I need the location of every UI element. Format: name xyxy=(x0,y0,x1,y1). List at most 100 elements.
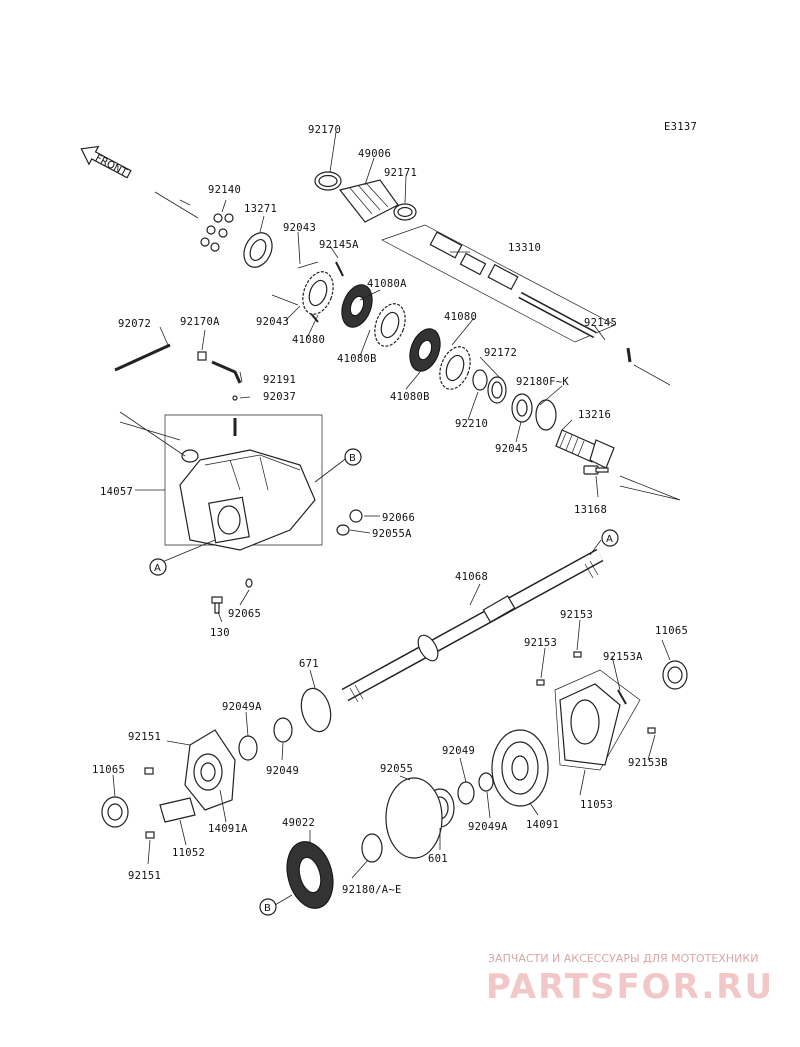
svg-text:B: B xyxy=(264,903,271,914)
spring-92145 xyxy=(626,347,632,363)
label-92191: 92191 xyxy=(263,374,296,386)
bolt-92153 xyxy=(573,651,582,658)
front-arrow: FRONT xyxy=(80,145,132,179)
label-92170a: 92170A xyxy=(180,316,220,328)
label-92151: 92151 xyxy=(128,731,161,743)
svg-text:B: B xyxy=(349,453,356,464)
hose-92191 xyxy=(211,360,242,384)
label-92140: 92140 xyxy=(208,184,241,196)
pinion-gear-13216 xyxy=(555,429,615,469)
boot-49006 xyxy=(338,179,399,223)
label-13216: 13216 xyxy=(578,409,611,421)
plate-41080 xyxy=(302,271,334,315)
propeller-shaft-13310 xyxy=(381,224,616,343)
bolt-92072 xyxy=(114,343,171,372)
label-601: 601 xyxy=(428,853,448,865)
oring-92055 xyxy=(385,777,443,859)
ring-13271 xyxy=(243,232,273,268)
label-92066: 92066 xyxy=(382,512,415,524)
washer-92049a-left xyxy=(238,735,258,761)
seal-11065-right xyxy=(662,660,688,690)
label-92172: 92172 xyxy=(484,347,517,359)
label-92151-b: 92151 xyxy=(128,870,161,882)
label-14091a: 14091A xyxy=(208,823,248,835)
friction-plate-41080a xyxy=(341,284,373,328)
shaft-41068 xyxy=(341,548,604,703)
label-11053: 11053 xyxy=(580,799,613,811)
cover-11053 xyxy=(554,669,641,771)
label-13271: 13271 xyxy=(244,203,277,215)
seal-11065-left xyxy=(101,796,129,828)
gear-case-14057 xyxy=(164,414,323,551)
washer-92049a-right xyxy=(478,772,494,792)
label-92049: 92049 xyxy=(266,765,299,777)
label-92210: 92210 xyxy=(455,418,488,430)
ref-b-top: B xyxy=(344,448,362,466)
label-49022: 49022 xyxy=(282,817,315,829)
bolt-92151-top xyxy=(144,767,154,775)
washer-92049-left xyxy=(273,717,293,743)
label-41080b: 41080B xyxy=(337,353,377,365)
label-92049a: 92049A xyxy=(222,701,262,713)
label-92037: 92037 xyxy=(263,391,296,403)
label-13310: 13310 xyxy=(508,242,541,254)
pin-92037 xyxy=(232,395,238,401)
label-92049a-c: 92049A xyxy=(468,821,508,833)
bolt-92153a xyxy=(617,689,627,705)
case-14091a xyxy=(184,729,236,811)
label-92145a: 92145A xyxy=(319,239,359,251)
oring-92055a xyxy=(336,524,350,536)
shim-92180f-k xyxy=(535,399,557,431)
label-92170: 92170 xyxy=(308,124,341,136)
label-92180f-k: 92180F~K xyxy=(516,376,569,388)
svg-text:A: A xyxy=(154,563,161,574)
boot-clamp-92171 xyxy=(393,203,417,221)
plug-92170a xyxy=(197,351,207,361)
label-92045: 92045 xyxy=(495,443,528,455)
label-92072: 92072 xyxy=(118,318,151,330)
label-41080: 41080 xyxy=(292,334,325,346)
label-130: 130 xyxy=(210,627,230,639)
oring-671 xyxy=(300,687,332,733)
label-41080a: 41080A xyxy=(367,278,407,290)
carrier-14091 xyxy=(491,729,549,807)
label-13168: 13168 xyxy=(574,504,607,516)
label-14057: 14057 xyxy=(100,486,133,498)
label-92171: 92171 xyxy=(384,167,417,179)
label-41068: 41068 xyxy=(455,571,488,583)
label-92153-b: 92153 xyxy=(524,637,557,649)
label-92153a: 92153A xyxy=(603,651,643,663)
front-label: FRONT xyxy=(93,153,129,179)
label-92043-b: 92043 xyxy=(256,316,289,328)
label-92043: 92043 xyxy=(283,222,316,234)
watermark-logo: PARTSFOR.RU xyxy=(486,967,774,1007)
label-671: 671 xyxy=(299,658,319,670)
bolt-130 xyxy=(211,596,223,614)
ref-a-left: A xyxy=(149,558,167,576)
boot-clamp-92170 xyxy=(314,171,342,191)
watermark-tagline: ЗАПЧАСТИ И АКСЕССУАРЫ ДЛЯ МОТОТЕХНИКИ xyxy=(488,952,758,965)
label-49006: 49006 xyxy=(358,148,391,160)
label-11065: 11065 xyxy=(655,625,688,637)
bolt-13168 xyxy=(583,465,609,475)
label-92055a: 92055A xyxy=(372,528,412,540)
bolt-92151-bottom xyxy=(145,831,155,839)
bracket-11052 xyxy=(159,797,196,823)
part-labels: 92170 49006 92171 92140 13271 92043 9214… xyxy=(92,124,688,896)
ref-a-right: A xyxy=(601,529,619,547)
label-92065: 92065 xyxy=(228,608,261,620)
label-14091: 14091 xyxy=(526,819,559,831)
label-92153b: 92153B xyxy=(628,757,668,769)
shim-92180-a-e xyxy=(361,833,383,863)
pin-92043 xyxy=(297,261,319,269)
friction-plate-41080 xyxy=(409,328,441,372)
leader-lines xyxy=(112,131,681,906)
label-92180-a-e: 92180/A~E xyxy=(342,884,402,896)
pin-92043-b xyxy=(271,294,299,306)
label-41080b-2: 41080B xyxy=(390,391,430,403)
washer-92210 xyxy=(472,369,488,391)
ring-gear-49022 xyxy=(286,841,334,909)
label-92145: 92145 xyxy=(584,317,617,329)
plate-41080b xyxy=(374,303,406,347)
diagram-code: E3137 xyxy=(664,121,697,133)
